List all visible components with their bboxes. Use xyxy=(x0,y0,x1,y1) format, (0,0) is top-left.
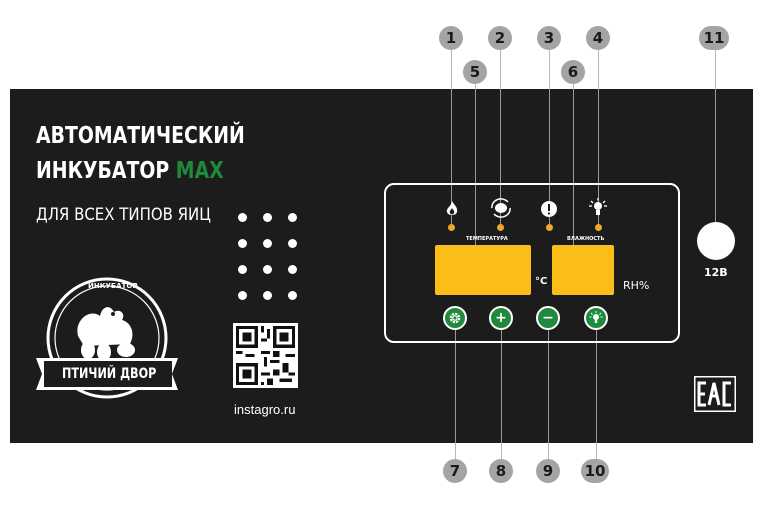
callout-badge: 11 xyxy=(699,26,729,50)
callout-badge: 5 xyxy=(463,60,487,84)
plus-icon: + xyxy=(495,310,507,326)
callout-badge: 9 xyxy=(536,459,560,483)
humidity-unit: RH% xyxy=(623,279,650,292)
led-humidifier xyxy=(595,224,602,231)
callout-badge: 4 xyxy=(586,26,610,50)
callout-badge: 2 xyxy=(488,26,512,50)
callout-line-3-over xyxy=(549,89,550,228)
callout-badge: 3 xyxy=(537,26,561,50)
settings-button[interactable] xyxy=(443,306,467,330)
humidity-display xyxy=(552,245,614,295)
temperature-unit: °C xyxy=(535,276,548,287)
callout-line-4-over xyxy=(598,89,599,228)
callout-line-2-over xyxy=(500,89,501,228)
callout-badge: 10 xyxy=(581,459,609,483)
light-button[interactable] xyxy=(584,306,608,330)
logo-top-text: ИНКУБАТОР xyxy=(88,282,138,290)
callout-badge: 1 xyxy=(439,26,463,50)
product-title-line2: ИНКУБАТОР MAX xyxy=(36,158,224,184)
callout-line-10-over xyxy=(596,330,597,443)
callout-line-1-over xyxy=(451,89,452,228)
led-alarm xyxy=(546,224,553,231)
alarm-icon xyxy=(541,201,557,217)
callout-line-8-over xyxy=(501,330,502,443)
led-egg-turn xyxy=(497,224,504,231)
product-title-accent: MAX xyxy=(175,158,224,184)
egg-turn-icon xyxy=(491,198,511,218)
minus-icon: − xyxy=(542,310,554,326)
callout-line-5-over xyxy=(475,89,476,250)
callout-badge: 7 xyxy=(443,459,467,483)
brand-logo xyxy=(36,277,178,399)
light-bulb-icon xyxy=(589,311,603,323)
callout-line-6-over xyxy=(573,89,574,250)
power-voltage-label: 12В xyxy=(704,266,728,279)
led-heater xyxy=(448,224,455,231)
callout-line-7-over xyxy=(455,330,456,443)
callout-line-11-over xyxy=(715,89,716,224)
minus-button[interactable]: − xyxy=(536,306,560,330)
product-title-model: ИНКУБАТОР xyxy=(36,158,170,184)
eac-certification-mark xyxy=(694,376,736,412)
heater-flame-icon xyxy=(446,201,458,215)
qr-code xyxy=(233,323,298,388)
temperature-display xyxy=(435,245,531,295)
product-title-line1: АВТОМАТИЧЕСКИЙ xyxy=(36,123,245,149)
logo-banner-text: ПТИЧИЙ ДВОР xyxy=(62,366,157,382)
website-link[interactable]: instagro.ru xyxy=(234,402,296,417)
power-switch[interactable] xyxy=(697,222,735,260)
callout-badge: 6 xyxy=(561,60,585,84)
callout-badge: 8 xyxy=(489,459,513,483)
humidity-label: ВЛАЖНОСТЬ xyxy=(567,236,605,242)
plus-button[interactable]: + xyxy=(489,306,513,330)
humidifier-icon xyxy=(589,198,607,215)
callout-line-9-over xyxy=(548,330,549,443)
settings-gear-icon xyxy=(449,312,461,324)
product-subtitle: ДЛЯ ВСЕХ ТИПОВ ЯИЦ xyxy=(36,205,211,225)
control-box xyxy=(384,183,680,343)
temperature-label: ТЕМПЕРАТУРА xyxy=(466,236,508,242)
